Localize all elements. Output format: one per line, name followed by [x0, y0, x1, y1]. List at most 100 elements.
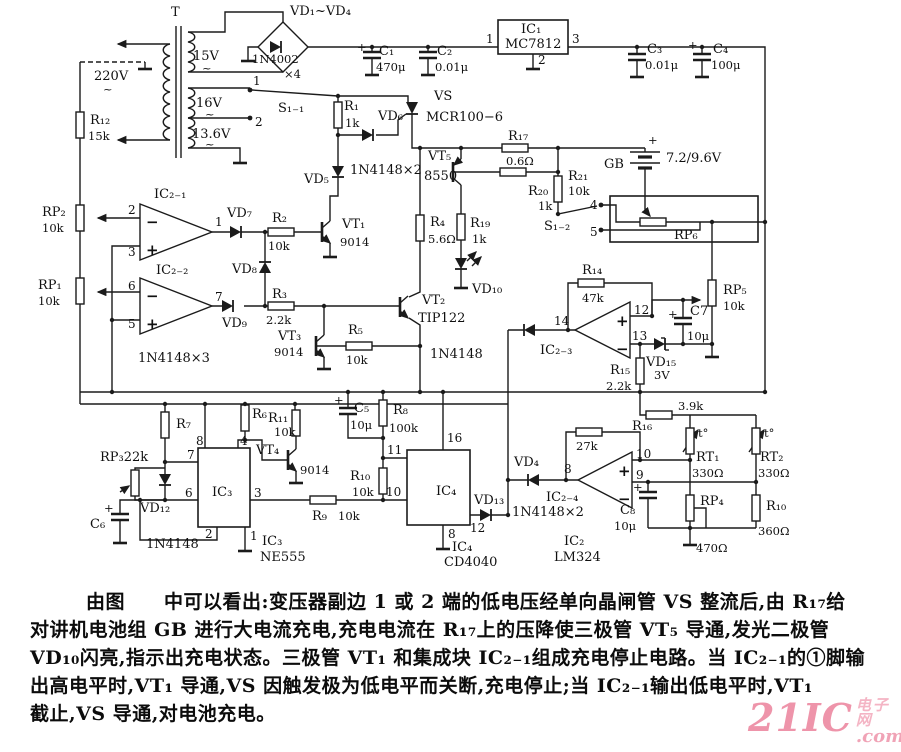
label-rt1-value: 330Ω [692, 466, 724, 480]
label-rp4: RP₄ [700, 494, 724, 509]
label-r12-value: 15k [88, 129, 111, 143]
label-c7: C7 [690, 304, 708, 319]
minus-sign: − [146, 213, 159, 231]
ic2-2-pin5: 5 [128, 317, 136, 331]
label-ic2-ref: IC₂ [564, 534, 584, 549]
label-t-deg-1: t° [698, 426, 708, 440]
label-r16: R₁₆ [632, 419, 652, 434]
resistor-27k [575, 427, 603, 437]
ic4-box [406, 449, 471, 526]
caption-line-4: 出高电平时,VT₁ 导通,VS 因触发极为低电平而关断,充电停止;当 IC₂₋₁… [30, 675, 813, 697]
label-rp2: RP₂ [42, 205, 66, 220]
ic1-pin2: 2 [538, 53, 546, 67]
label-r10b: R₁₀ [766, 499, 786, 514]
label-vd12-type: 1N4148 [146, 537, 199, 552]
label-c1: C₁ [379, 44, 394, 59]
label-r8-value: 100k [389, 421, 419, 435]
scr-vs [406, 102, 418, 115]
s1-2-pin5: 5 [590, 225, 598, 239]
component-symbols [75, 19, 768, 553]
resistor-r1 [333, 101, 343, 129]
label-vt4-type: 9014 [300, 463, 329, 477]
opamp-ic2-4 [576, 450, 633, 510]
ic1-box [497, 19, 569, 55]
tilde-icon: ~ [205, 137, 215, 151]
cap-c3 [626, 52, 648, 62]
label-rp1: RP₁ [38, 278, 62, 293]
watermark-brand: 21IC [748, 695, 853, 740]
label-c6: C₆ [90, 517, 105, 532]
label-1n4148: 1N4148 [430, 347, 483, 362]
label-r15: R₁₅ [610, 363, 630, 378]
label-vd15: VD₁₅ [645, 355, 676, 370]
watermark-domain: .com [855, 726, 901, 747]
ic2-4-pin8: 8 [564, 462, 572, 476]
caption-line-3: VD₁₀闪亮,指示出充电状态。三极管 VT₁ 和集成块 IC₂₋₁组成充电停止电… [30, 647, 866, 669]
label-c8-value: 10μ [614, 519, 637, 533]
label-vt2: VT₂ [421, 293, 445, 308]
label-rp3: RP₃22k [100, 450, 148, 465]
diode-vd7 [229, 225, 242, 239]
resistor-r5 [345, 341, 373, 351]
label-r16-value: 3.9k [678, 399, 704, 413]
label-r10b-value: 360Ω [758, 524, 790, 538]
plus-sign: + [668, 307, 678, 321]
resistor-r8 [378, 399, 388, 427]
label-vd9: VD₉ [221, 316, 247, 331]
label-ic4-type: CD4040 [444, 555, 497, 570]
transformer-label: T [171, 5, 180, 20]
label-c5: C₅ [354, 401, 369, 416]
label-r11-value: 10k [274, 425, 297, 439]
label-r11: R₁₁ [268, 411, 288, 426]
label-c4-value: 100μ [711, 58, 741, 72]
label-vd1-vd4: VD₁~VD₄ [289, 4, 351, 19]
label-s1-2: S₁₋₂ [544, 219, 570, 234]
label-r10a: R₁₀ [350, 469, 370, 484]
label-r1: R₁ [344, 99, 359, 114]
wires [79, 11, 766, 544]
ic3-pin1: 1 [250, 529, 258, 543]
label-r4: R₄ [430, 215, 445, 230]
resistor-r15 [635, 357, 645, 385]
label-rp6: RP₆ [674, 228, 698, 243]
plus-sign: + [688, 38, 698, 52]
resistor-r9 [309, 495, 337, 505]
label-vd6: VD₆ [377, 109, 403, 124]
caption-line-2: 对讲机电池组 GB 进行大电流充电,充电电流在 R₁₇上的压降使三极管 VT₅ … [30, 619, 830, 641]
ic1-pin1: 1 [486, 32, 494, 46]
resistor-r16 [645, 410, 673, 420]
resistor-r14 [577, 278, 605, 288]
cap-c2 [417, 50, 439, 60]
label-r21: R₂₁ [568, 169, 588, 184]
label-vd8: VD₈ [231, 262, 257, 277]
label-t-deg-2: t° [764, 426, 774, 440]
label-r12: R₁₂ [90, 113, 110, 128]
label-ic1: IC₁ [521, 22, 541, 37]
label-rp4-value: 470Ω [696, 541, 728, 555]
label-vt2-type: TIP122 [418, 311, 465, 326]
label-ic4: IC₄ [436, 484, 456, 499]
ic2-4-pin9: 9 [636, 468, 644, 482]
label-ic3: IC₃ [212, 485, 232, 500]
ic1-pin3: 3 [572, 32, 580, 46]
opamp-ic2-3 [573, 300, 631, 360]
zener-vd15 [653, 337, 669, 351]
pot-rp2 [75, 204, 85, 232]
label-ic3-ref: IC₃ [262, 534, 282, 549]
label-ic2-3: IC₂₋₃ [540, 343, 572, 358]
plus-sign: + [648, 133, 658, 147]
label-r9-value: 10k [338, 509, 361, 523]
ic3-box [197, 447, 251, 528]
ic2-2-pin6: 6 [128, 279, 136, 293]
label-vd7: VD₇ [226, 206, 252, 221]
label-15v: 15V [193, 49, 220, 64]
ic2-1-pin2: 2 [128, 203, 136, 217]
label-vt4: VT₄ [255, 443, 279, 458]
transistor-vt1 [322, 221, 330, 243]
cap-c6 [109, 512, 131, 522]
ic3-pin6: 6 [185, 486, 193, 500]
pot-rp3 [130, 469, 140, 497]
ic2-3-pin12: 12 [634, 303, 649, 317]
label-ic2-4: IC₂₋₄ [546, 490, 578, 505]
resistor-r17 [501, 143, 529, 153]
